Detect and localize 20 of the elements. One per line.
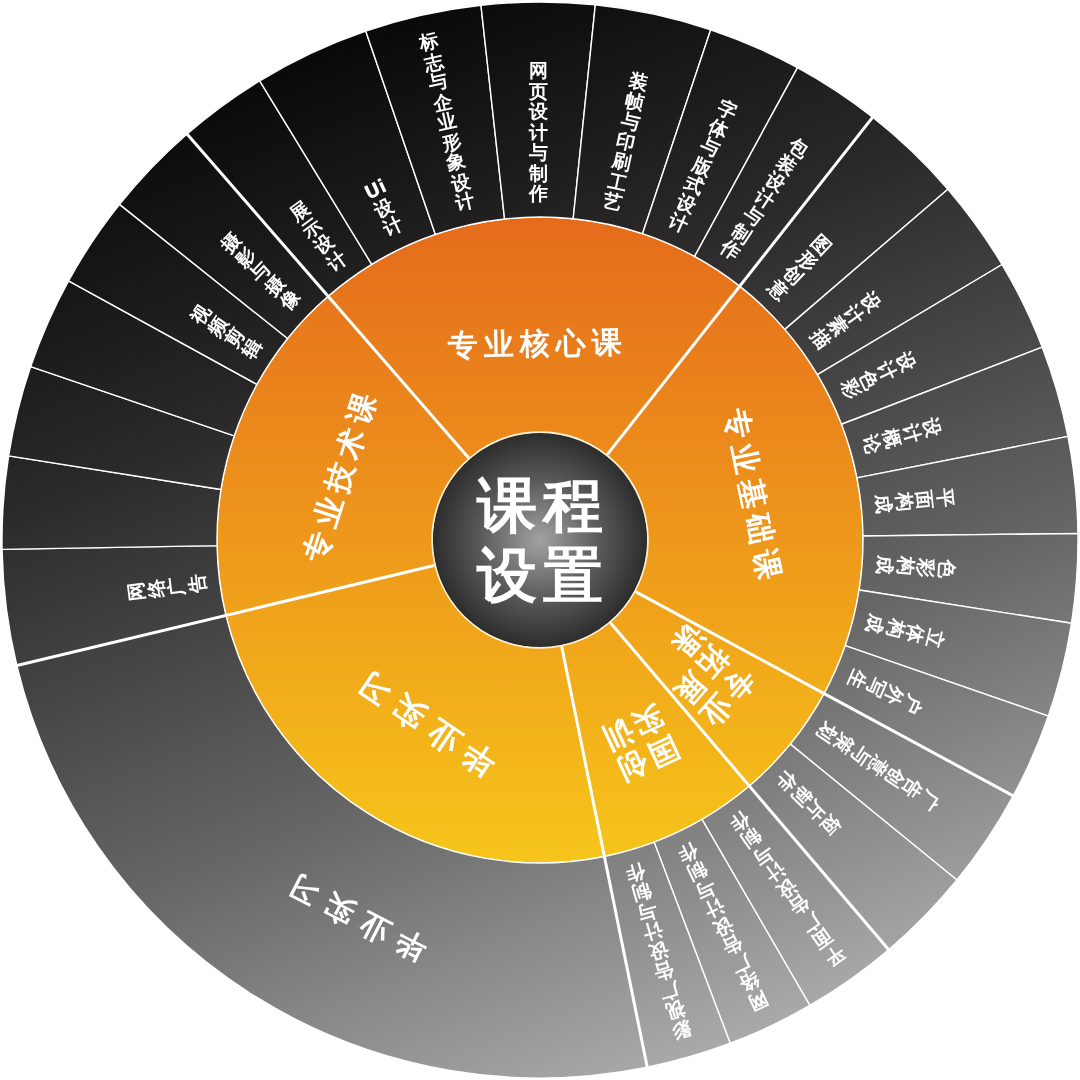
course-label: 立体构成	[863, 611, 949, 652]
course-label: 短片制作	[772, 767, 847, 841]
category-label: 毕业实习	[344, 659, 503, 782]
course-label: 户外写生	[843, 665, 928, 719]
course-label: 设计概论	[859, 414, 945, 458]
course-label: 装帧与印刷工艺	[600, 68, 652, 214]
category-label: 国创实训	[592, 699, 684, 791]
course-label: 毕业实习	[275, 865, 432, 967]
category-label: 专业核心课	[447, 325, 629, 362]
course-label: 视频剪辑	[186, 298, 267, 363]
course-label: 网络广告	[123, 572, 209, 604]
center-title: 课程设置	[476, 470, 610, 611]
course-label: Ui设计	[361, 175, 407, 241]
category-label: 专业基础课	[718, 405, 787, 588]
course-label: 色彩构成	[874, 553, 958, 581]
course-label: 标志与企业形象设计	[415, 29, 478, 215]
category-label: 专业技术课	[298, 384, 384, 566]
course-label: 平面构成	[873, 486, 957, 517]
course-label: 网页设计与制作	[527, 59, 550, 204]
course-label: 展示设计	[284, 196, 351, 275]
